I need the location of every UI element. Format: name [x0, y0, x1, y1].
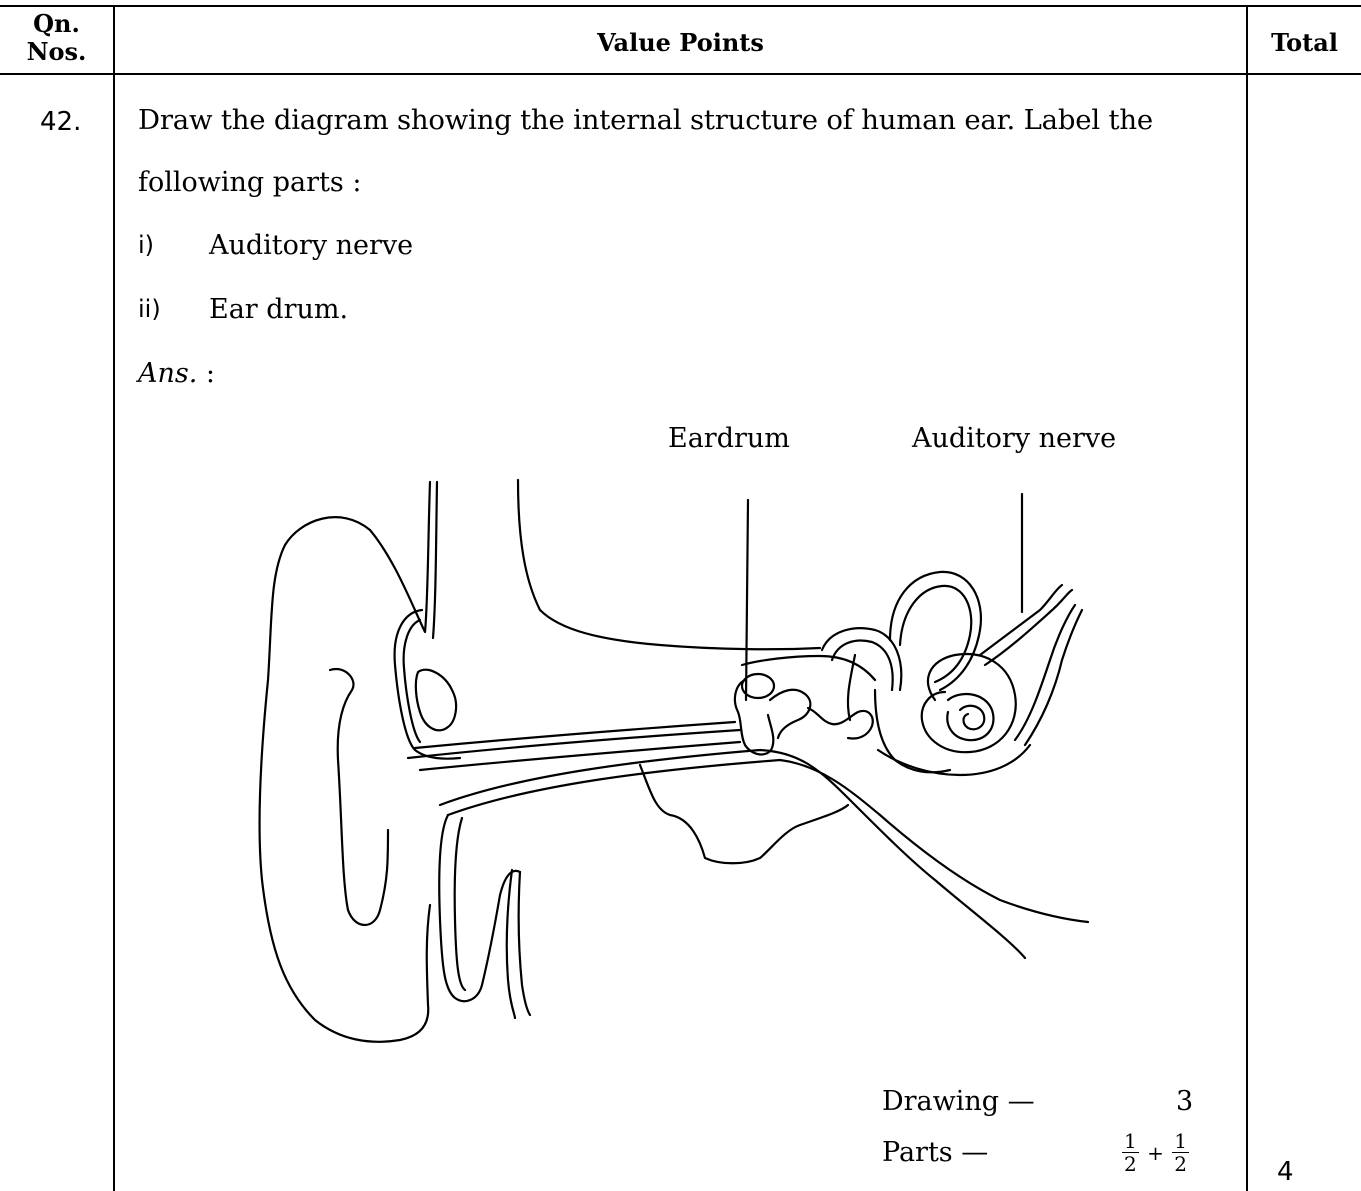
cochlea-spiral-2	[960, 706, 984, 730]
fraction-den-1: 2	[1122, 1153, 1139, 1175]
ossicle-incus	[770, 690, 810, 738]
pinna-inner-ridge	[433, 482, 437, 638]
auditory-nerve-4	[1025, 610, 1082, 745]
semicircular-canal-4	[900, 586, 971, 682]
marks-drawing-label: Drawing —	[882, 1086, 1035, 1117]
pinna-outline	[260, 482, 430, 1042]
ear-canal-upper-1	[415, 722, 735, 748]
ear-canal-lower-2	[448, 760, 1088, 922]
parotid-bump	[640, 765, 848, 863]
fraction-num-2: 1	[1172, 1130, 1189, 1153]
ear-canal-lower-1	[440, 750, 1025, 958]
auditory-nerve-2	[985, 590, 1072, 665]
cochlea-spiral-1	[947, 694, 993, 740]
semicircular-canal-3	[890, 572, 981, 690]
cochlea-outer	[922, 654, 1016, 752]
fraction-plus: +	[1147, 1141, 1164, 1165]
auditory-nerve-3	[1015, 605, 1075, 740]
marks-drawing-value: 3	[1176, 1086, 1193, 1117]
concha-bowl	[416, 670, 456, 731]
vestibule	[875, 690, 950, 772]
lobe-inner	[455, 818, 465, 990]
fraction-den-2: 2	[1172, 1153, 1189, 1175]
lobe-strand-1	[507, 870, 515, 1018]
semicircular-canal-5	[848, 655, 855, 720]
fraction-num-1: 1	[1122, 1130, 1139, 1153]
marks-parts-label: Parts —	[882, 1137, 988, 1168]
concha-loop	[395, 610, 460, 759]
eardrum-membrane	[735, 680, 773, 754]
cochlea-base	[878, 745, 1030, 775]
concha-loop-inner	[404, 620, 420, 742]
total-marks: 4	[1277, 1157, 1294, 1187]
eardrum-pointer	[746, 500, 748, 700]
lobe-strand-2	[519, 872, 530, 1015]
semicircular-canal-2	[832, 641, 893, 690]
ossicle-stapes	[808, 708, 873, 739]
head-contour	[518, 480, 820, 649]
antihelix	[330, 669, 388, 925]
